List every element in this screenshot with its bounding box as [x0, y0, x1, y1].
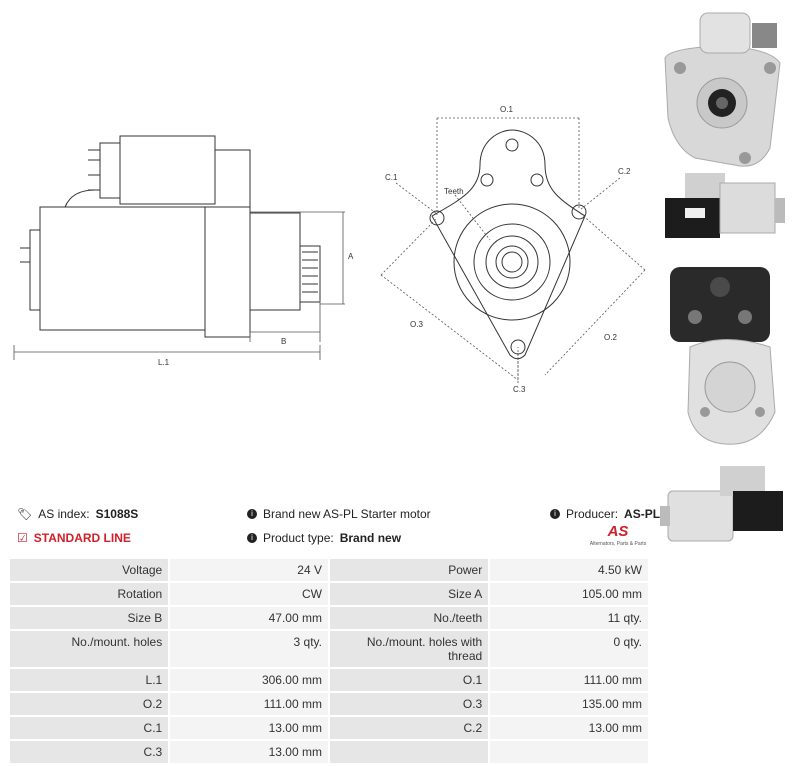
standard-line-label: STANDARD LINE	[33, 531, 131, 545]
front-view-flange	[429, 129, 587, 360]
producer-label: Producer:	[566, 507, 619, 521]
spec-value: 105.00 mm	[488, 581, 650, 607]
logo-text: AS	[607, 523, 629, 540]
standard-line: ☑ STANDARD LINE	[17, 531, 131, 545]
spec-label: Voltage	[7, 557, 171, 583]
spec-value: 0 qty.	[488, 629, 650, 669]
spec-label: O.2	[7, 691, 171, 717]
dim-label-teeth: Teeth	[444, 187, 464, 196]
spec-label: No./teeth	[327, 605, 491, 631]
spec-value: 4.50 kW	[488, 557, 650, 583]
product-type-value: Brand new	[339, 531, 402, 545]
spec-label: Size B	[7, 605, 171, 631]
spec-value: 24 V	[168, 557, 330, 583]
description: i Brand new AS-PL Starter motor	[247, 507, 431, 521]
side-view-starter	[20, 135, 321, 338]
dim-label-o1: O.1	[500, 105, 513, 114]
producer-value: AS-PL	[624, 507, 661, 521]
dim-label-o3: O.3	[410, 320, 423, 329]
spec-label: C.1	[7, 715, 171, 741]
spec-value	[488, 739, 650, 765]
producer: i Producer: AS-PL	[550, 507, 660, 521]
front-dimension-lines	[380, 117, 646, 383]
info-icon: i	[247, 533, 257, 543]
spec-value: 13.00 mm	[488, 715, 650, 741]
dim-label-b: B	[281, 337, 286, 346]
description-text: Brand new AS-PL Starter motor	[263, 507, 431, 521]
check-square-icon: ☑	[17, 531, 28, 545]
spec-label	[327, 739, 491, 765]
product-photo-rear[interactable]	[660, 262, 790, 450]
dim-label-l1: L.1	[158, 358, 170, 367]
spec-label: No./mount. holes with thread	[327, 629, 491, 669]
dim-label-c2: C.2	[618, 167, 631, 176]
dim-label-c1: C.1	[385, 173, 398, 182]
spec-label: Rotation	[7, 581, 171, 607]
spec-value: 13.00 mm	[168, 739, 330, 765]
as-logo: AS Alternators, Parts & Parts	[586, 524, 650, 552]
tag-icon: 🏷	[17, 507, 33, 521]
spec-label: L.1	[7, 667, 171, 693]
product-photo-angle[interactable]	[660, 456, 790, 551]
technical-drawing: A B L.1 O.1 O.2 O.3 C.1 C.2 C.3 Teeth	[13, 105, 646, 394]
spec-value: 3 qty.	[168, 629, 330, 669]
spec-label: Power	[327, 557, 491, 583]
spec-label: O.1	[327, 667, 491, 693]
as-index-label: AS index:	[38, 507, 90, 521]
dim-label-a: A	[348, 252, 354, 261]
spec-value: 111.00 mm	[488, 667, 650, 693]
product-type: i Product type: Brand new	[247, 531, 401, 545]
spec-value: 306.00 mm	[168, 667, 330, 693]
product-photo-front[interactable]	[660, 8, 790, 168]
dim-label-o2: O.2	[604, 333, 617, 342]
spec-value: 11 qty.	[488, 605, 650, 631]
product-type-label: Product type:	[263, 531, 334, 545]
logo-tagline: Alternators, Parts & Parts	[589, 541, 647, 547]
spec-label: C.2	[327, 715, 491, 741]
as-index: 🏷 AS index: S1088S	[17, 507, 138, 521]
spec-label: No./mount. holes	[7, 629, 171, 669]
spec-value: 13.00 mm	[168, 715, 330, 741]
product-photo-side[interactable]	[660, 168, 790, 248]
spec-value: 135.00 mm	[488, 691, 650, 717]
spec-value: 47.00 mm	[168, 605, 330, 631]
spec-label: O.3	[327, 691, 491, 717]
spec-label: C.3	[7, 739, 171, 765]
dim-label-c3: C.3	[513, 385, 526, 394]
spec-label: Size A	[327, 581, 491, 607]
side-dimension-lines	[13, 211, 345, 360]
as-index-value: S1088S	[95, 507, 139, 521]
info-icon: i	[550, 509, 560, 519]
info-icon: i	[247, 509, 257, 519]
spec-value: CW	[168, 581, 330, 607]
spec-value: 111.00 mm	[168, 691, 330, 717]
